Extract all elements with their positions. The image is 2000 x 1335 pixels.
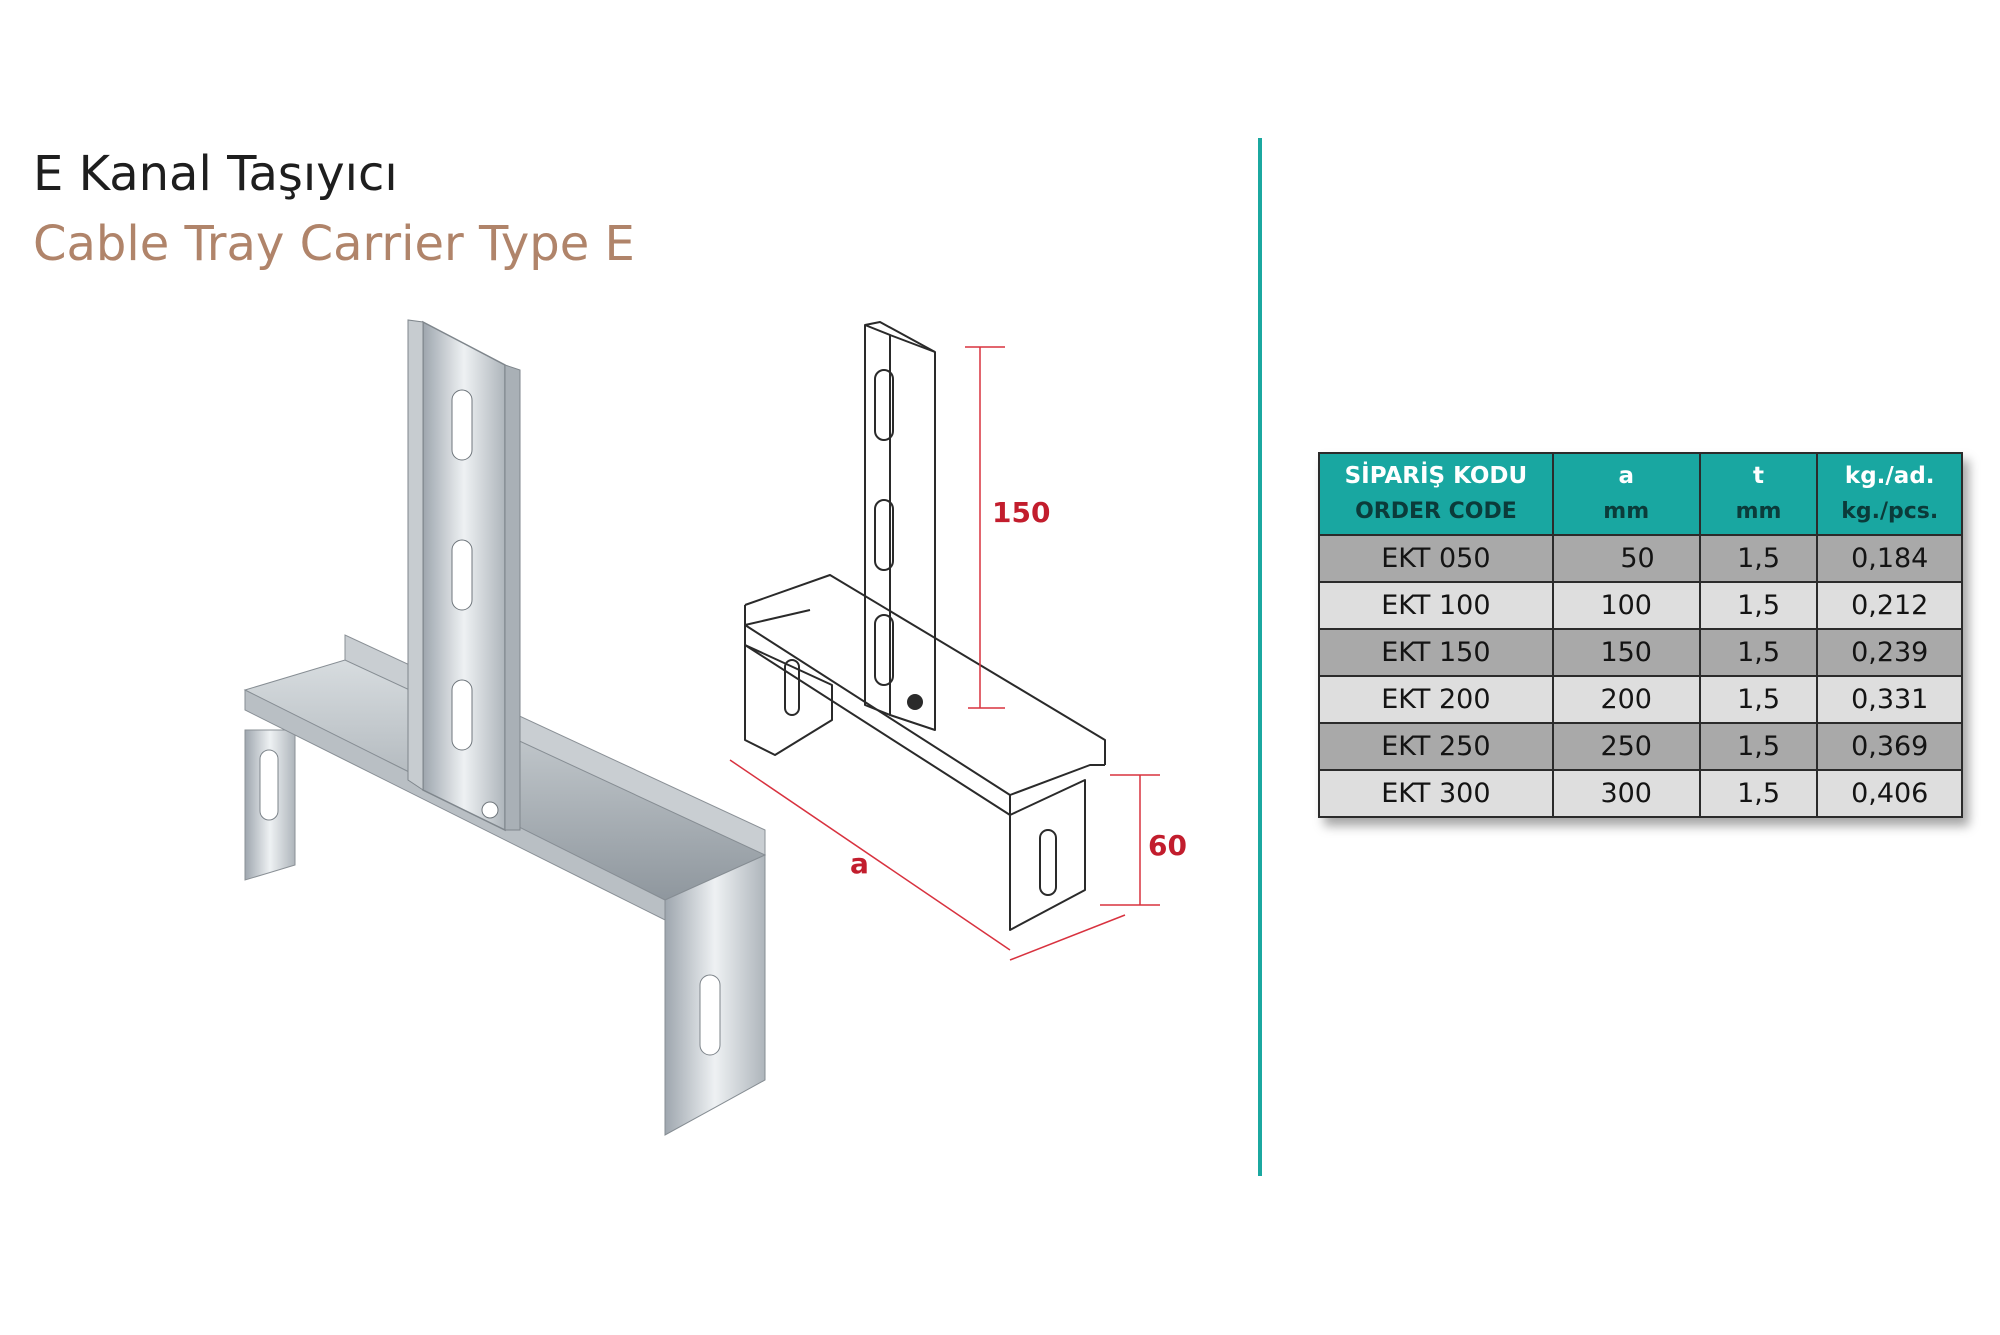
- header-line2: mm: [1735, 499, 1782, 524]
- header-line2: mm: [1603, 499, 1650, 524]
- cell-t: 1,5: [1698, 534, 1819, 583]
- header-t: t mm: [1698, 452, 1819, 536]
- cell-t: 1,5: [1698, 675, 1819, 724]
- cell-t: 1,5: [1698, 581, 1819, 630]
- cell-kg: 0,239: [1816, 628, 1963, 677]
- cell-a: 100: [1551, 581, 1701, 630]
- table-row: EKT 150 150 1,5 0,239: [1318, 628, 1963, 677]
- table-header-row: SİPARİŞ KODU ORDER CODE a mm t mm kg./ad…: [1318, 452, 1963, 536]
- table-row: EKT 100 100 1,5 0,212: [1318, 581, 1963, 630]
- cell-code: EKT 150: [1318, 628, 1554, 677]
- table-row: EKT 200 200 1,5 0,331: [1318, 675, 1963, 724]
- header-line1: t: [1753, 463, 1765, 489]
- header-order-code: SİPARİŞ KODU ORDER CODE: [1318, 452, 1554, 536]
- product-photo: [243, 319, 767, 1136]
- header-line1: SİPARİŞ KODU: [1344, 463, 1528, 489]
- title-english: Cable Tray Carrier Type E: [33, 216, 635, 272]
- cell-kg: 0,212: [1816, 581, 1963, 630]
- table-row: EKT 050 50 1,5 0,184: [1318, 534, 1963, 583]
- header-line2: ORDER CODE: [1355, 499, 1517, 524]
- title-turkish: E Kanal Taşıyıcı: [33, 146, 398, 202]
- cell-kg: 0,331: [1816, 675, 1963, 724]
- table-row: EKT 300 300 1,5 0,406: [1318, 769, 1963, 818]
- cell-kg: 0,406: [1816, 769, 1963, 818]
- cell-code: EKT 200: [1318, 675, 1554, 724]
- cell-code: EKT 050: [1318, 534, 1554, 583]
- cell-code: EKT 100: [1318, 581, 1554, 630]
- cell-t: 1,5: [1698, 628, 1819, 677]
- dimension-label-height: 150: [992, 496, 1050, 529]
- cell-code: EKT 250: [1318, 722, 1554, 771]
- dimension-label-depth: 60: [1148, 829, 1187, 862]
- cell-code: EKT 300: [1318, 769, 1554, 818]
- cell-kg: 0,184: [1816, 534, 1963, 583]
- header-line2: kg./pcs.: [1841, 499, 1939, 524]
- cell-a: 200: [1551, 675, 1701, 724]
- section-divider: [1258, 138, 1262, 1176]
- cell-t: 1,5: [1698, 769, 1819, 818]
- cell-a: 250: [1551, 722, 1701, 771]
- table-row: EKT 250 250 1,5 0,369: [1318, 722, 1963, 771]
- cell-a: 300: [1551, 769, 1701, 818]
- cell-t: 1,5: [1698, 722, 1819, 771]
- header-a: a mm: [1551, 452, 1701, 536]
- header-weight: kg./ad. kg./pcs.: [1816, 452, 1963, 536]
- header-line1: a: [1618, 463, 1634, 489]
- cell-kg: 0,369: [1816, 722, 1963, 771]
- dimension-label-length: a: [850, 847, 869, 880]
- cell-a: 50: [1551, 534, 1701, 583]
- header-line1: kg./ad.: [1844, 463, 1935, 489]
- technical-drawing: 150 60 a: [729, 321, 1187, 961]
- spec-table: SİPARİŞ KODU ORDER CODE a mm t mm kg./ad…: [1318, 452, 1963, 818]
- cell-a: 150: [1551, 628, 1701, 677]
